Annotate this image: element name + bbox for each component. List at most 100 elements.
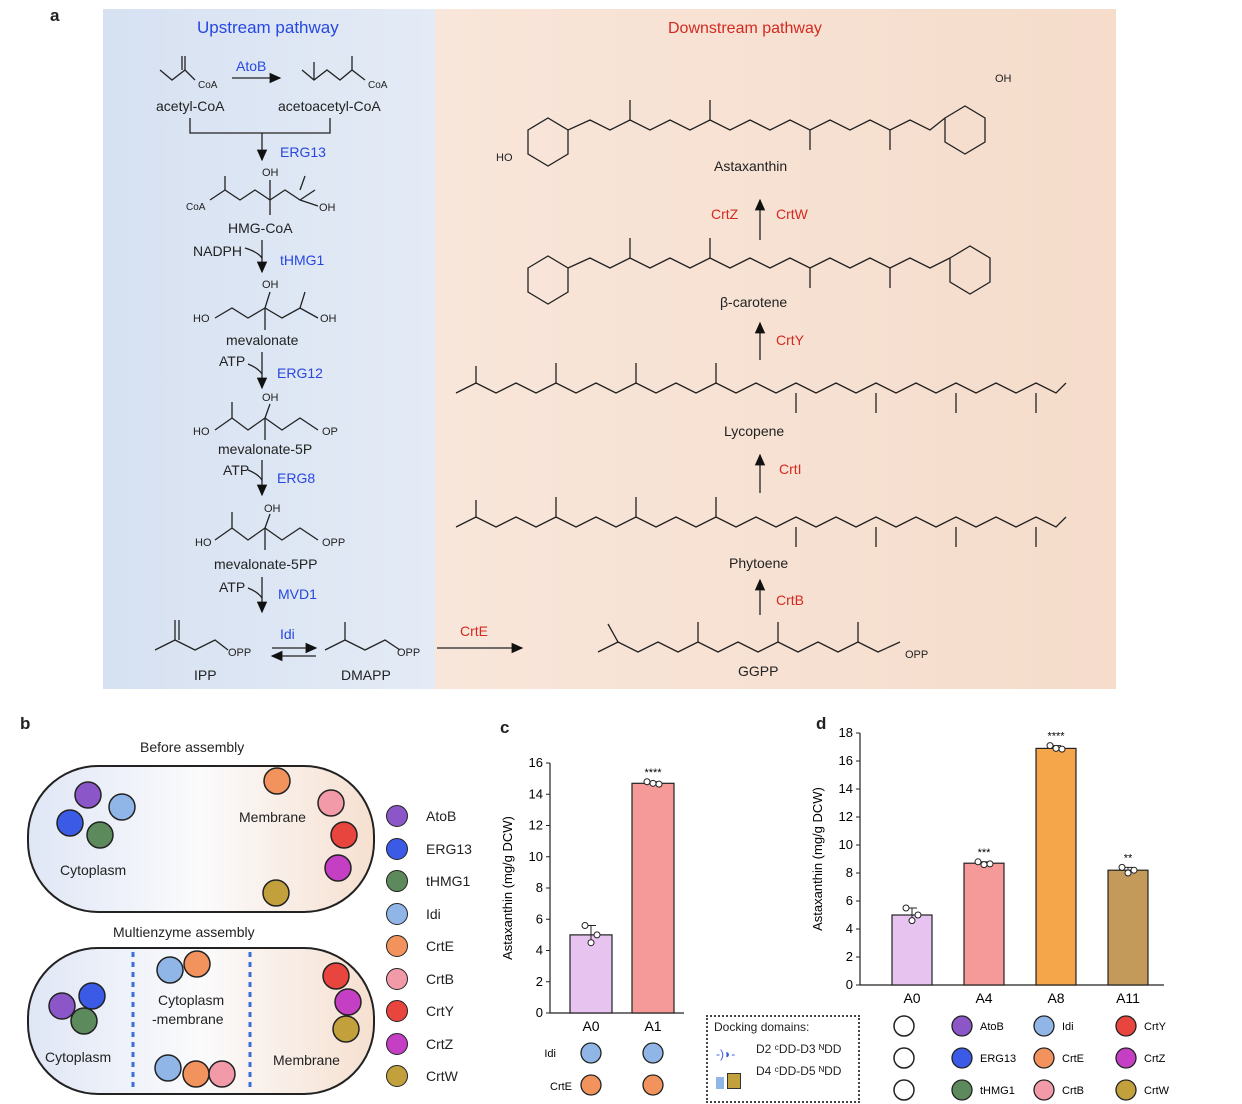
membrane-label: Membrane (239, 809, 306, 825)
significance-label: ** (1124, 852, 1133, 864)
metabolite-beta-carotene: β-carotene (720, 294, 788, 310)
data-point (1052, 744, 1060, 752)
atom-ho: HO (195, 537, 212, 549)
legend-item: AtoB (386, 800, 496, 833)
panel-label-a: a (50, 6, 60, 25)
data-point (593, 931, 601, 939)
legend-label: AtoB (426, 808, 457, 825)
legend-item: CrtW (386, 1060, 496, 1093)
data-point (1130, 866, 1138, 874)
y-tick-label: 14 (529, 786, 543, 801)
data-point (1118, 863, 1126, 871)
atom-ho: HO (496, 152, 513, 164)
y-tick-label: 0 (536, 1005, 543, 1020)
enzyme-atob: AtoB (236, 58, 267, 74)
atom-oh: OH (264, 503, 281, 515)
enzyme-blob-icon (951, 1047, 973, 1069)
cytoplasm-label: Cytoplasm (45, 1049, 112, 1065)
metabolite-lycopene: Lycopene (724, 423, 785, 439)
empty-blob-icon (893, 1079, 915, 1101)
key-label: AtoB (980, 1021, 1004, 1033)
metabolite-dmapp: DMAPP (341, 667, 391, 683)
atom-oh: OH (262, 167, 279, 179)
bar-A0 (891, 914, 933, 986)
panel-label-b: b (20, 714, 31, 733)
y-tick-label: 16 (839, 753, 853, 768)
enzyme-blob-crtw (262, 879, 290, 907)
docking-d2-icon: -)◗- (716, 1047, 736, 1061)
atom-opp: OPP (905, 649, 929, 661)
enzyme-blob-icon (386, 902, 408, 925)
atom-coa: CoA (368, 80, 388, 91)
atom-opp: OPP (322, 537, 346, 549)
metabolite-acetyl-coa: acetyl-CoA (156, 98, 225, 114)
data-point (655, 780, 663, 788)
enzyme-blob-icon (1033, 1079, 1055, 1101)
y-tick-label: 10 (529, 849, 543, 864)
enzyme-erg13: ERG13 (280, 144, 326, 160)
cytoplasm-membrane-label: Cytoplasm (158, 992, 225, 1008)
data-point (1046, 742, 1054, 750)
enzyme-blob-icon (386, 935, 408, 958)
pathway-diagram (103, 9, 1116, 689)
empty-blob-icon (893, 1047, 915, 1069)
enzyme-erg8: ERG8 (277, 470, 316, 486)
docking-d4: D4 ᶜDD-D5 ᴺDD (756, 1064, 842, 1078)
significance-label: *** (978, 847, 992, 859)
legend-label: Idi (426, 905, 441, 922)
key-label: Idi (1062, 1021, 1074, 1033)
data-point (902, 904, 910, 912)
cytoplasm-membrane-label: -membrane (152, 1011, 224, 1027)
enzyme-blob-icon (1033, 1015, 1055, 1037)
upstream-title: Upstream pathway (197, 18, 339, 37)
cell-assembly (27, 947, 375, 1095)
enzyme-blob-icon (951, 1079, 973, 1101)
cofactor-nadph: NADPH (193, 243, 243, 259)
atom-oh: OH (262, 392, 279, 404)
enzyme-crti: CrtI (779, 461, 802, 477)
downstream-panel-bg (435, 9, 1116, 689)
legend-label: tHMG1 (426, 873, 471, 890)
legend-item: CrtZ (386, 1028, 496, 1061)
metabolite-acetoacetyl-coa: acetoacetyl-CoA (278, 98, 381, 114)
key-label: ERG13 (980, 1053, 1016, 1065)
enzyme-crtz: CrtZ (711, 206, 739, 222)
data-point (986, 860, 994, 868)
key-label: CrtZ (1144, 1053, 1166, 1065)
key-label: CrtY (1144, 1021, 1167, 1033)
legend-label: CrtZ (426, 1035, 454, 1052)
docking-title: Docking domains: (714, 1020, 810, 1034)
x-tick-label: A0 (903, 990, 920, 1006)
data-point (1124, 869, 1132, 877)
data-point (649, 779, 657, 787)
docking-domain-box: Docking domains: D2 ᶜDD-D3 ᴺDD D4 ᶜDD-D5… (706, 1015, 860, 1103)
enzyme-blob-icon (951, 1015, 973, 1037)
x-tick-label: A11 (1116, 990, 1140, 1006)
y-axis-label: Astaxanthin (mg/g DCW) (500, 816, 515, 960)
atom-opp: OPP (397, 647, 421, 659)
row-label-crte: CrtE (550, 1081, 572, 1093)
x-tick-label: A0 (582, 1018, 599, 1034)
y-tick-label: 6 (536, 911, 543, 926)
enzyme-blob-atob (74, 781, 102, 809)
enzyme-blob-icon (580, 1042, 602, 1064)
enzyme-mvd1: MVD1 (278, 586, 317, 602)
metabolite-phytoene: Phytoene (729, 555, 789, 571)
metabolite-hmg-coa: HMG-CoA (228, 220, 293, 236)
bar-A8 (1035, 747, 1077, 986)
y-tick-label: 4 (536, 943, 543, 958)
enzyme-crtw: CrtW (776, 206, 808, 222)
data-point (587, 939, 595, 947)
row-label-idi: Idi (544, 1048, 556, 1060)
atom-oh: OH (995, 73, 1012, 85)
x-tick-label: A8 (1047, 990, 1064, 1006)
enzyme-blob-crty (330, 821, 358, 849)
data-point (1058, 745, 1066, 753)
data-point (908, 917, 916, 925)
enzyme-blob-icon (386, 1000, 408, 1023)
upstream-panel-bg (103, 9, 435, 689)
enzyme-blob-icon (642, 1042, 664, 1064)
enzyme-crtb: CrtB (776, 592, 804, 608)
enzyme-blob-icon (386, 1065, 408, 1088)
